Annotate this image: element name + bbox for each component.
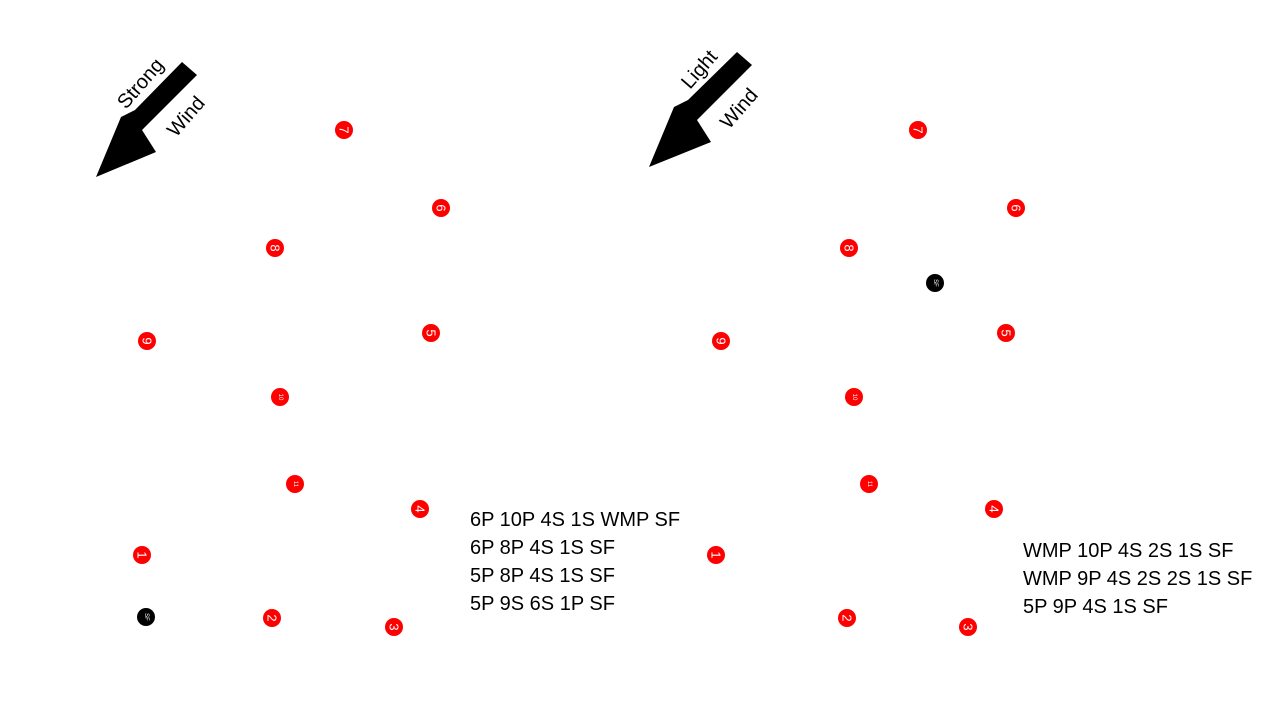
mark-buoy (432, 199, 450, 217)
course-mark-11: 11 (286, 475, 304, 493)
course-line: WMP 10P 4S 2S 1S SF (1023, 540, 1234, 562)
course-mark-8: 8 (266, 239, 284, 257)
mark-label: 2 (265, 614, 280, 621)
mark-buoy (707, 546, 725, 564)
mark-buoy (335, 121, 353, 139)
mark-label: 1 (709, 551, 724, 558)
mark-buoy (271, 388, 289, 406)
mark-buoy (133, 546, 151, 564)
mark-label: 8 (268, 244, 283, 251)
mark-buoy (845, 388, 863, 406)
mark-buoy (411, 500, 429, 518)
course-line: 6P 8P 4S 1S SF (470, 537, 615, 559)
mark-buoy (926, 274, 944, 292)
course-mark-7: 7 (335, 121, 353, 139)
mark-buoy (712, 332, 730, 350)
course-mark-2: 2 (838, 609, 856, 627)
mark-label: 5 (424, 329, 439, 336)
arrow-icon (96, 62, 197, 177)
mark-buoy (840, 239, 858, 257)
start-finish-mark: SF (137, 608, 155, 626)
course-mark-4: 4 (985, 500, 1003, 518)
course-mark-11: 11 (860, 475, 878, 493)
mark-buoy (838, 609, 856, 627)
mark-label: 7 (911, 126, 926, 133)
mark-buoy (909, 121, 927, 139)
course-mark-2: 2 (263, 609, 281, 627)
course-line: 6P 10P 4S 1S WMP SF (470, 509, 681, 531)
course-list-strong: 6P 10P 4S 1S WMP SF 6P 8P 4S 1S SF 5P 8P… (470, 506, 680, 618)
course-mark-1: 1 (133, 546, 151, 564)
mark-buoy (860, 475, 878, 493)
mark-buoy (985, 500, 1003, 518)
course-mark-10: 10 (271, 388, 289, 406)
arrow-icon (649, 52, 752, 167)
mark-buoy (263, 609, 281, 627)
course-mark-5: 5 (422, 324, 440, 342)
mark-buoy (385, 618, 403, 636)
mark-label: 9 (714, 337, 729, 344)
mark-label: 5 (999, 329, 1014, 336)
course-mark-8: 8 (840, 239, 858, 257)
course-mark-5: 5 (997, 324, 1015, 342)
mark-label: SF (932, 279, 938, 287)
mark-buoy (266, 239, 284, 257)
mark-buoy (286, 475, 304, 493)
mark-label: 8 (842, 244, 857, 251)
course-mark-1: 1 (707, 546, 725, 564)
wind-arrow-strong: Strong Wind (96, 54, 210, 177)
mark-label: 2 (840, 614, 855, 621)
course-line: 5P 9S 6S 1P SF (470, 593, 615, 615)
mark-label: 3 (961, 623, 976, 630)
wind-arrow-light: Light Wind (649, 46, 763, 167)
mark-label: 10 (277, 394, 283, 401)
mark-label: 9 (140, 337, 155, 344)
mark-buoy (138, 332, 156, 350)
course-line: 5P 9P 4S 1S SF (1023, 596, 1168, 618)
mark-label: 1 (135, 551, 150, 558)
course-mark-3: 3 (385, 618, 403, 636)
course-list-light: WMP 10P 4S 2S 1S SF WMP 9P 4S 2S 2S 1S S… (1023, 537, 1252, 621)
mark-label: 10 (851, 394, 857, 401)
mark-label: 11 (866, 481, 872, 488)
mark-label: SF (143, 613, 149, 621)
start-finish-mark: SF (926, 274, 944, 292)
course-mark-3: 3 (959, 618, 977, 636)
mark-label: 6 (434, 204, 449, 211)
course-line: 5P 8P 4S 1S SF (470, 565, 615, 587)
course-line: WMP 9P 4S 2S 2S 1S SF (1023, 568, 1253, 590)
mark-label: 11 (292, 481, 298, 488)
mark-label: 4 (413, 505, 428, 512)
mark-label: 4 (987, 505, 1002, 512)
mark-label: 3 (387, 623, 402, 630)
course-mark-9: 9 (712, 332, 730, 350)
mark-buoy (422, 324, 440, 342)
course-mark-7: 7 (909, 121, 927, 139)
course-mark-9: 9 (138, 332, 156, 350)
mark-buoy (137, 608, 155, 626)
mark-buoy (959, 618, 977, 636)
mark-buoy (997, 324, 1015, 342)
course-mark-6: 6 (432, 199, 450, 217)
course-mark-4: 4 (411, 500, 429, 518)
mark-label: 6 (1009, 204, 1024, 211)
course-mark-6: 6 (1007, 199, 1025, 217)
course-mark-10: 10 (845, 388, 863, 406)
mark-label: 7 (337, 126, 352, 133)
mark-buoy (1007, 199, 1025, 217)
